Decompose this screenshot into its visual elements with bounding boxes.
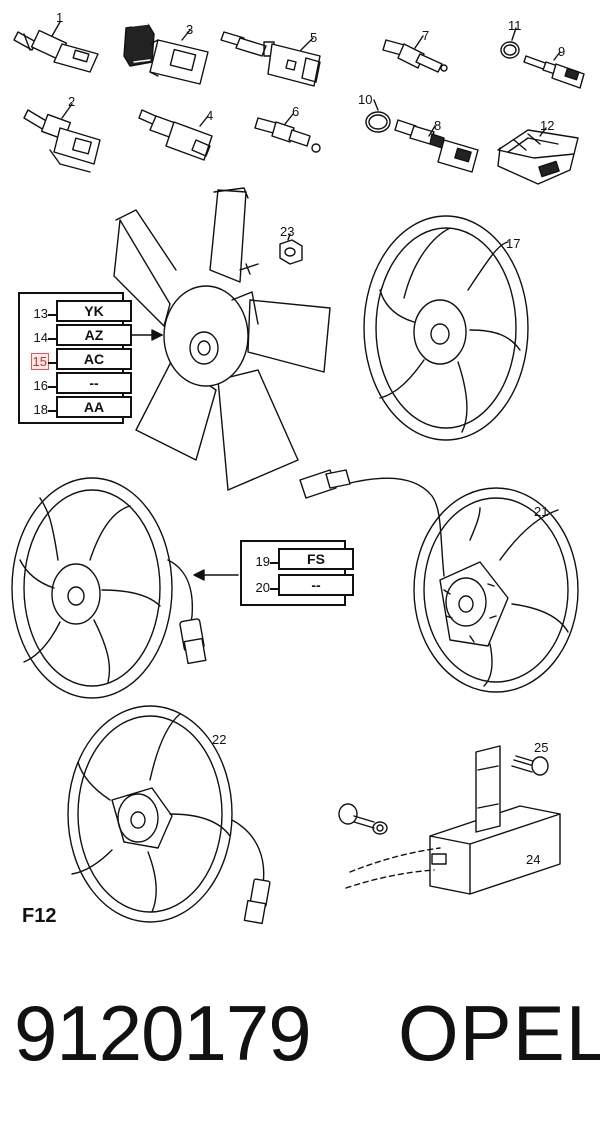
sensor-2-drawing [23, 109, 101, 173]
sensor-6-drawing [254, 117, 321, 153]
figure-label: F12 [22, 905, 57, 927]
code-value: -- [56, 372, 132, 394]
sensor-7-drawing [382, 39, 448, 73]
code-row-number: 16 [33, 378, 48, 393]
fan-21-drawing [299, 469, 579, 693]
ring-11-drawing [500, 41, 520, 59]
code-row-tick [48, 410, 56, 412]
callout-24: 24 [526, 852, 541, 867]
code-row-tick [48, 362, 56, 364]
fan-17-drawing [363, 215, 529, 441]
resistor-24-drawing [345, 745, 561, 895]
code-row-number: 19 [255, 554, 270, 569]
code-row-number: 13 [33, 306, 48, 321]
callout-7: 7 [422, 28, 430, 43]
diagram-drawing [11, 21, 585, 925]
callout-10: 10 [358, 92, 373, 107]
callout-12: 12 [540, 118, 555, 133]
code-value: AC [56, 348, 132, 370]
code-row-number-highlighted: 15 [26, 353, 50, 370]
callout-17: 17 [506, 236, 521, 251]
screw-25-drawing [511, 755, 549, 776]
callout-23: 23 [280, 224, 295, 239]
ring-10-drawing [365, 111, 391, 133]
callout-22: 22 [212, 732, 227, 747]
code-value: FS [278, 548, 354, 570]
five-blade-fan-drawing [113, 187, 331, 491]
sensor-4-drawing [138, 109, 213, 161]
sensor-9-drawing [523, 55, 585, 89]
sensor-5-drawing [220, 31, 321, 87]
sensor-3-drawing [123, 23, 209, 85]
code-value: YK [56, 300, 132, 322]
callout-21: 21 [534, 504, 549, 519]
screw-and-washer-drawing [338, 803, 388, 835]
callout-6: 6 [292, 104, 300, 119]
code-row-tick [270, 588, 278, 590]
callout-4: 4 [206, 108, 214, 123]
code-row-number: 18 [33, 402, 48, 417]
callout-2: 2 [68, 94, 76, 109]
code-row-number: 14 [33, 330, 48, 345]
sensor-1-drawing [13, 29, 99, 73]
sensor-8-drawing [394, 119, 479, 173]
code-row-tick [270, 562, 278, 564]
callout-11: 11 [508, 18, 522, 33]
code-value: AA [56, 396, 132, 418]
code-table-2: 19 FS 20 -- [240, 540, 354, 606]
callout-5: 5 [310, 30, 318, 45]
highlight-marker: 15 [30, 353, 50, 370]
code-row-tick [48, 314, 56, 316]
callout-9: 9 [558, 44, 566, 59]
code-row-tick [48, 338, 56, 340]
callout-8: 8 [434, 118, 442, 133]
code-row-tick [48, 386, 56, 388]
nut-23-drawing [279, 233, 303, 265]
fan-22-drawing [67, 705, 271, 925]
connector-12-drawing [497, 129, 579, 185]
callout-1: 1 [56, 10, 64, 25]
code-table-1: 13 YK 14 AZ 15 AC 16 -- 18 AA [18, 292, 132, 424]
callout-3: 3 [186, 22, 194, 37]
part-number: 9120179 [14, 989, 312, 1077]
code-row-number: 20 [255, 580, 270, 595]
code-value: AZ [56, 324, 132, 346]
brand-name: OPEL [398, 989, 600, 1077]
code-value: -- [278, 574, 354, 596]
callout-25: 25 [534, 740, 549, 755]
fan-left-drawing [11, 477, 207, 699]
